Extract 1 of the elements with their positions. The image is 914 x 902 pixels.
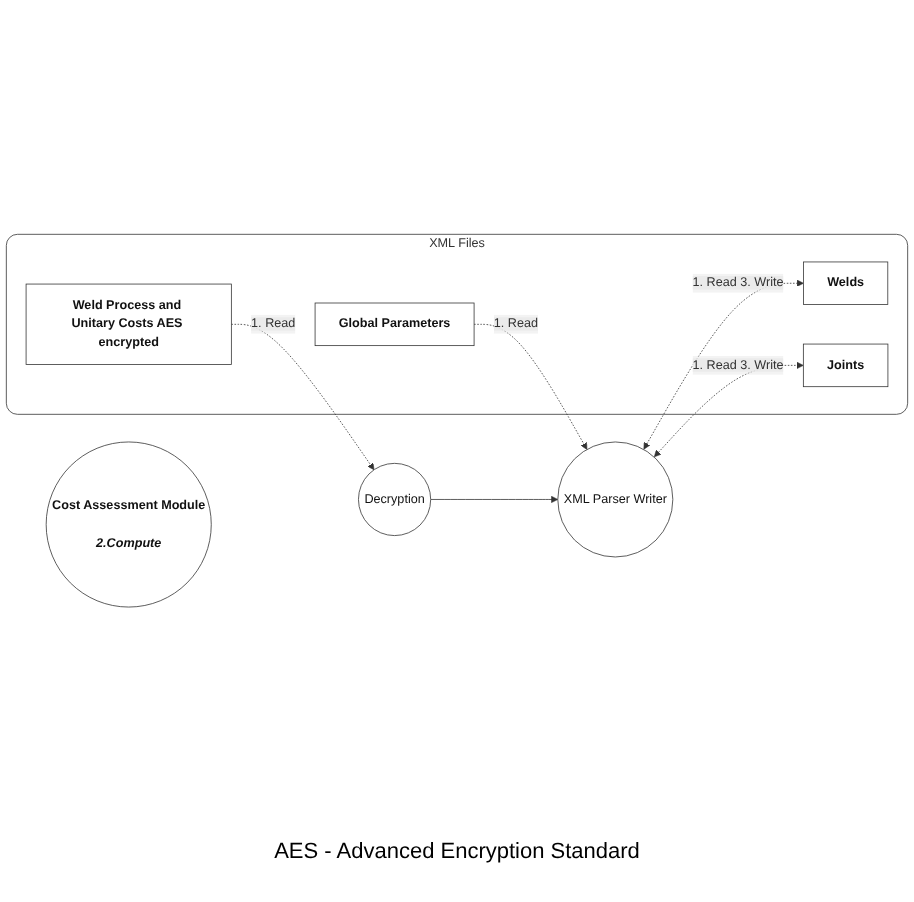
caption: AES - Advanced Encryption Standard <box>272 840 642 864</box>
